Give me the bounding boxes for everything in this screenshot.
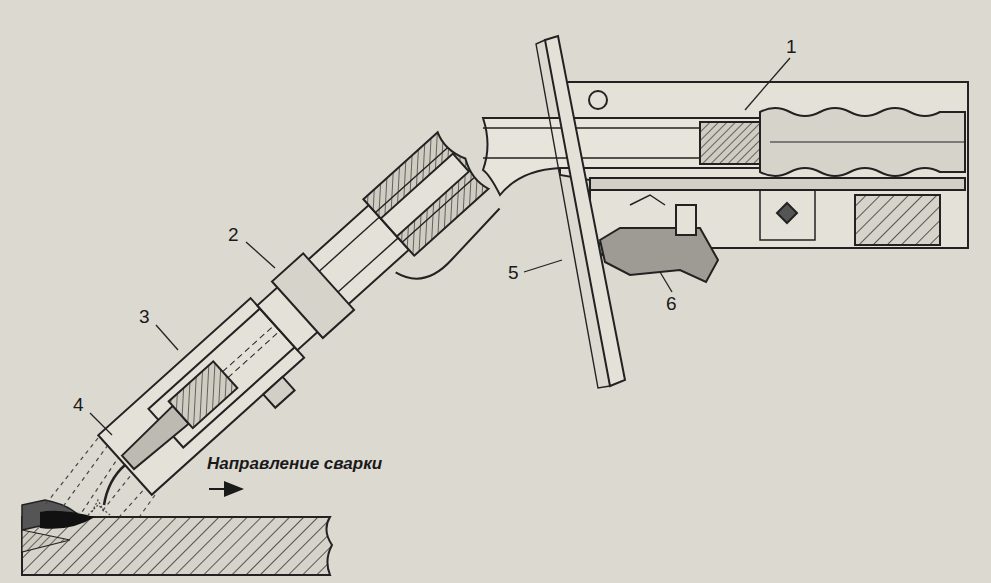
direction-arrow bbox=[209, 488, 242, 490]
direction-label: Направление сварки bbox=[207, 454, 382, 473]
callout-number: 2 bbox=[228, 224, 239, 245]
callout-number: 1 bbox=[786, 36, 797, 57]
callout-number: 6 bbox=[666, 293, 677, 314]
callout-number-holder: 4 bbox=[73, 394, 84, 416]
callout-number: 3 bbox=[139, 306, 150, 327]
base-plate bbox=[22, 500, 332, 575]
direction-label-holder: Направление сварки bbox=[207, 454, 382, 474]
electrode-wire bbox=[104, 465, 125, 505]
callout-number-holder: 1 bbox=[786, 36, 797, 58]
callout-number-holder: 6 bbox=[666, 293, 677, 315]
callout-number-holder: 3 bbox=[139, 306, 150, 328]
callout-number-holder: 2 bbox=[228, 224, 239, 246]
callout-number: 4 bbox=[73, 394, 84, 415]
leader-lines bbox=[90, 58, 790, 435]
callout-number-holder: 5 bbox=[508, 262, 519, 284]
torch-nozzle bbox=[98, 129, 510, 515]
callout-number: 5 bbox=[508, 262, 519, 283]
torch-handle bbox=[483, 36, 968, 388]
